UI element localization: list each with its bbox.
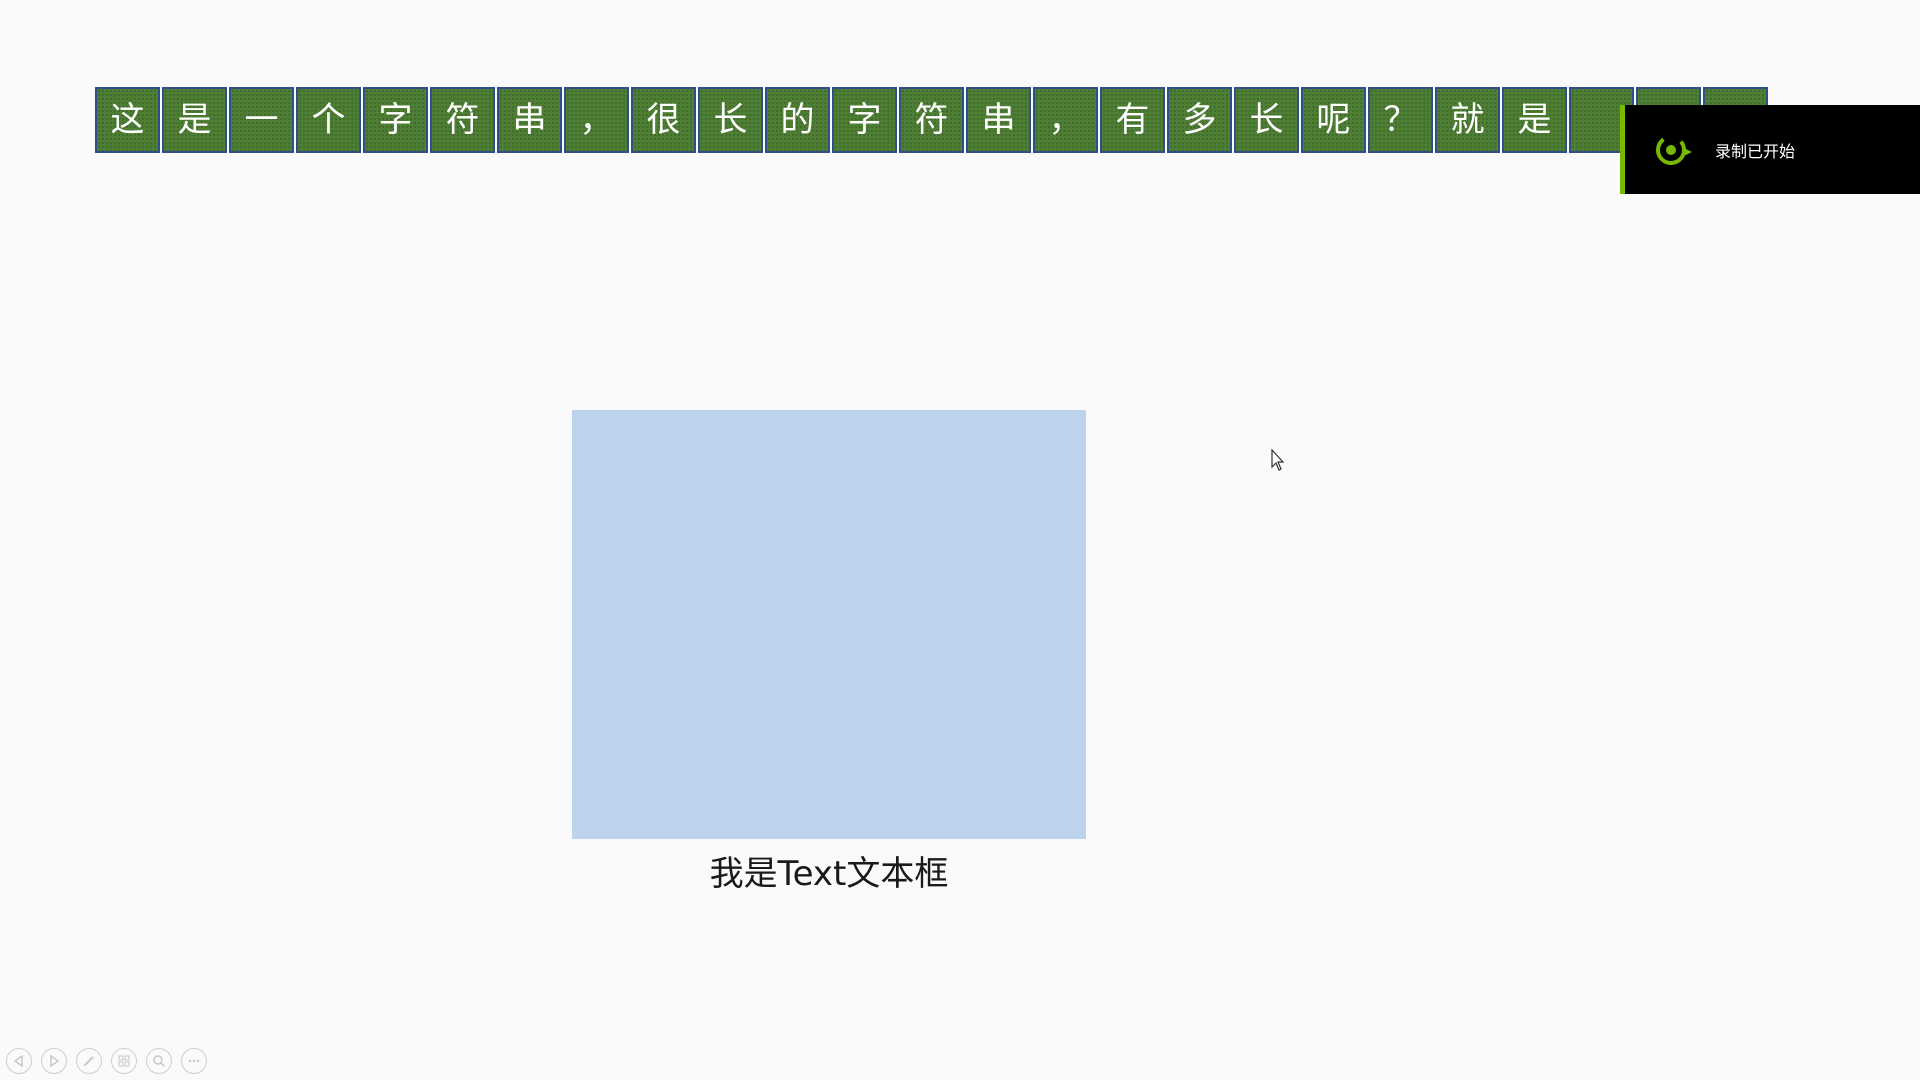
- char-tile: 呢: [1301, 87, 1366, 153]
- see-all-slides-button[interactable]: [111, 1048, 137, 1074]
- slideshow-toolbar: [6, 1048, 207, 1074]
- mouse-cursor-icon: [1271, 449, 1285, 471]
- character-tile-strip: 这是一个字符串，很长的字符串，有多长呢？就是: [95, 87, 1768, 157]
- char-tile: 个: [296, 87, 361, 153]
- pen-icon: [83, 1056, 94, 1067]
- char-tile: 串: [497, 87, 562, 153]
- char-tile: 串: [966, 87, 1031, 153]
- char-tile: 一: [229, 87, 294, 153]
- zoom-icon: [153, 1055, 166, 1068]
- char-tile: 是: [1502, 87, 1567, 153]
- char-tile: 就: [1435, 87, 1500, 153]
- slides-icon: [118, 1055, 130, 1067]
- previous-icon: [13, 1054, 23, 1068]
- char-tile: 这: [95, 87, 160, 153]
- char-tile: 长: [698, 87, 763, 153]
- textbox-caption: 我是Text文本框: [709, 854, 949, 894]
- char-tile: 符: [899, 87, 964, 153]
- next-slide-button[interactable]: [41, 1048, 67, 1074]
- char-tile: 多: [1167, 87, 1232, 153]
- next-icon: [50, 1054, 60, 1068]
- char-tile: 的: [765, 87, 830, 153]
- char-tile: 有: [1100, 87, 1165, 153]
- char-tile: 是: [162, 87, 227, 153]
- more-options-button[interactable]: [181, 1048, 207, 1074]
- char-tile: ，: [1033, 87, 1098, 153]
- char-tile: ？: [1368, 87, 1433, 153]
- blue-rectangle: [572, 410, 1086, 839]
- char-tile: 符: [430, 87, 495, 153]
- char-tile: 字: [832, 87, 897, 153]
- char-tile: 很: [631, 87, 696, 153]
- recording-icon: [1656, 134, 1692, 165]
- char-tile: 字: [363, 87, 428, 153]
- previous-slide-button[interactable]: [6, 1048, 32, 1074]
- char-tile: 长: [1234, 87, 1299, 153]
- char-tile: ，: [564, 87, 629, 153]
- zoom-button[interactable]: [146, 1048, 172, 1074]
- recording-status-text: 录制已开始: [1715, 141, 1796, 161]
- pen-tool-button[interactable]: [76, 1048, 102, 1074]
- recording-started-toast: 录制已开始: [1620, 105, 1920, 194]
- more-icon: [188, 1059, 200, 1063]
